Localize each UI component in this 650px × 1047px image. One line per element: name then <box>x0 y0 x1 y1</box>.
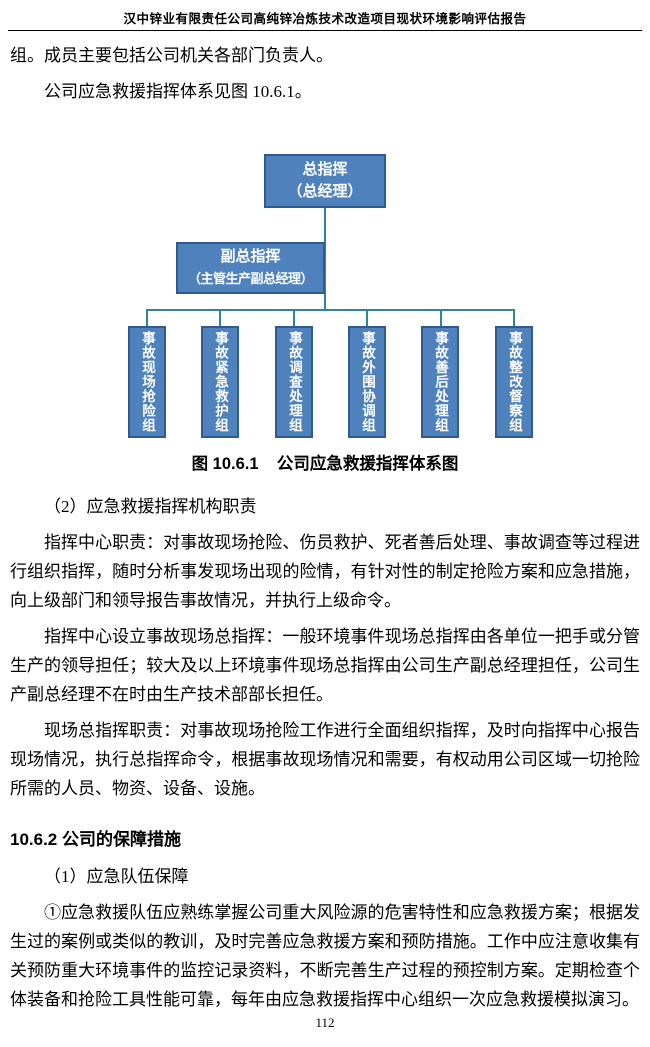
intro-section: 组。成员主要包括公司机关各部门负责人。 公司应急救援指挥体系见图 10.6.1。 <box>10 41 640 106</box>
group-box-label: 事故紧急救护组 <box>213 331 228 433</box>
duties-heading: （2）应急救援指挥机构职责 <box>44 497 257 516</box>
connector-drop-3 <box>293 309 295 327</box>
duties-section: （2）应急救援指挥机构职责 指挥中心职责：对事故现场抢险、伤员救护、死者善后处理… <box>10 492 640 1014</box>
group-box-investigation: 事故调查处理组 <box>275 326 313 438</box>
connector-drop-5 <box>440 309 442 327</box>
commander-title: 总指挥 <box>302 162 348 178</box>
connector-vertical-main <box>324 208 326 310</box>
commander-subtitle: （总经理） <box>287 184 363 200</box>
paragraph-guarantee-1: ①应急救援队伍应熟练掌握公司重大风险源的危害特性和应急救援方案；根据发生过的案例… <box>10 903 640 1009</box>
connector-drop-1 <box>146 309 148 327</box>
group-box-label: 事故整改督察组 <box>507 331 522 433</box>
connector-drop-6 <box>513 309 515 327</box>
report-title: 汉中锌业有限责任公司高纯锌冶炼技术改造项目现状环境影响评估报告 <box>123 12 527 26</box>
group-box-coordination: 事故外围协调组 <box>348 326 386 438</box>
figure-caption: 图 10.6.1 公司应急救援指挥体系图 <box>191 455 459 473</box>
connector-horizontal <box>146 309 515 311</box>
section-heading-1062: 10.6.2 公司的保障措施 <box>10 830 181 849</box>
deputy-subtitle: （主管生产副总经理） <box>187 271 314 286</box>
paragraph-duties-2: 指挥中心设立事故现场总指挥：一般环境事件现场总指挥由各单位一把手或分管生产的领导… <box>10 627 640 704</box>
group-box-rescue: 事故现场抢险组 <box>128 326 166 438</box>
deputy-commander-box: 副总指挥 （主管生产副总经理） <box>176 242 325 294</box>
paragraph-intro-1: 组。成员主要包括公司机关各部门负责人。 <box>10 46 333 65</box>
group-box-medical: 事故紧急救护组 <box>201 326 239 438</box>
paragraph-duties-1: 指挥中心职责：对事故现场抢险、伤员救护、死者善后处理、事故调查等过程进行组织指挥… <box>10 533 640 610</box>
org-chart: 总指挥 （总经理） 副总指挥 （主管生产副总经理） 事故现场抢险组 事故紧急救护… <box>0 154 650 440</box>
group-box-label: 事故善后处理组 <box>433 331 448 433</box>
connector-drop-2 <box>219 309 221 327</box>
group-box-label: 事故调查处理组 <box>287 331 302 433</box>
subheading-team-guarantee: （1）应急队伍保障 <box>44 867 189 886</box>
deputy-title: 副总指挥 <box>220 249 281 265</box>
paragraph-intro-2: 公司应急救援指挥体系见图 10.6.1。 <box>44 82 312 101</box>
page-header: 汉中锌业有限责任公司高纯锌冶炼技术改造项目现状环境影响评估报告 <box>8 0 642 31</box>
page-number: 112 <box>315 1015 335 1030</box>
paragraph-duties-3: 现场总指挥职责：对事故现场抢险工作进行全面组织指挥，及时向指挥中心报告现场情况，… <box>10 721 640 798</box>
group-box-supervision: 事故整改督察组 <box>495 326 533 438</box>
group-box-aftermath: 事故善后处理组 <box>421 326 459 438</box>
group-box-label: 事故外围协调组 <box>360 331 375 433</box>
group-box-label: 事故现场抢险组 <box>140 331 155 433</box>
connector-drop-4 <box>366 309 368 327</box>
commander-box: 总指挥 （总经理） <box>264 154 386 208</box>
